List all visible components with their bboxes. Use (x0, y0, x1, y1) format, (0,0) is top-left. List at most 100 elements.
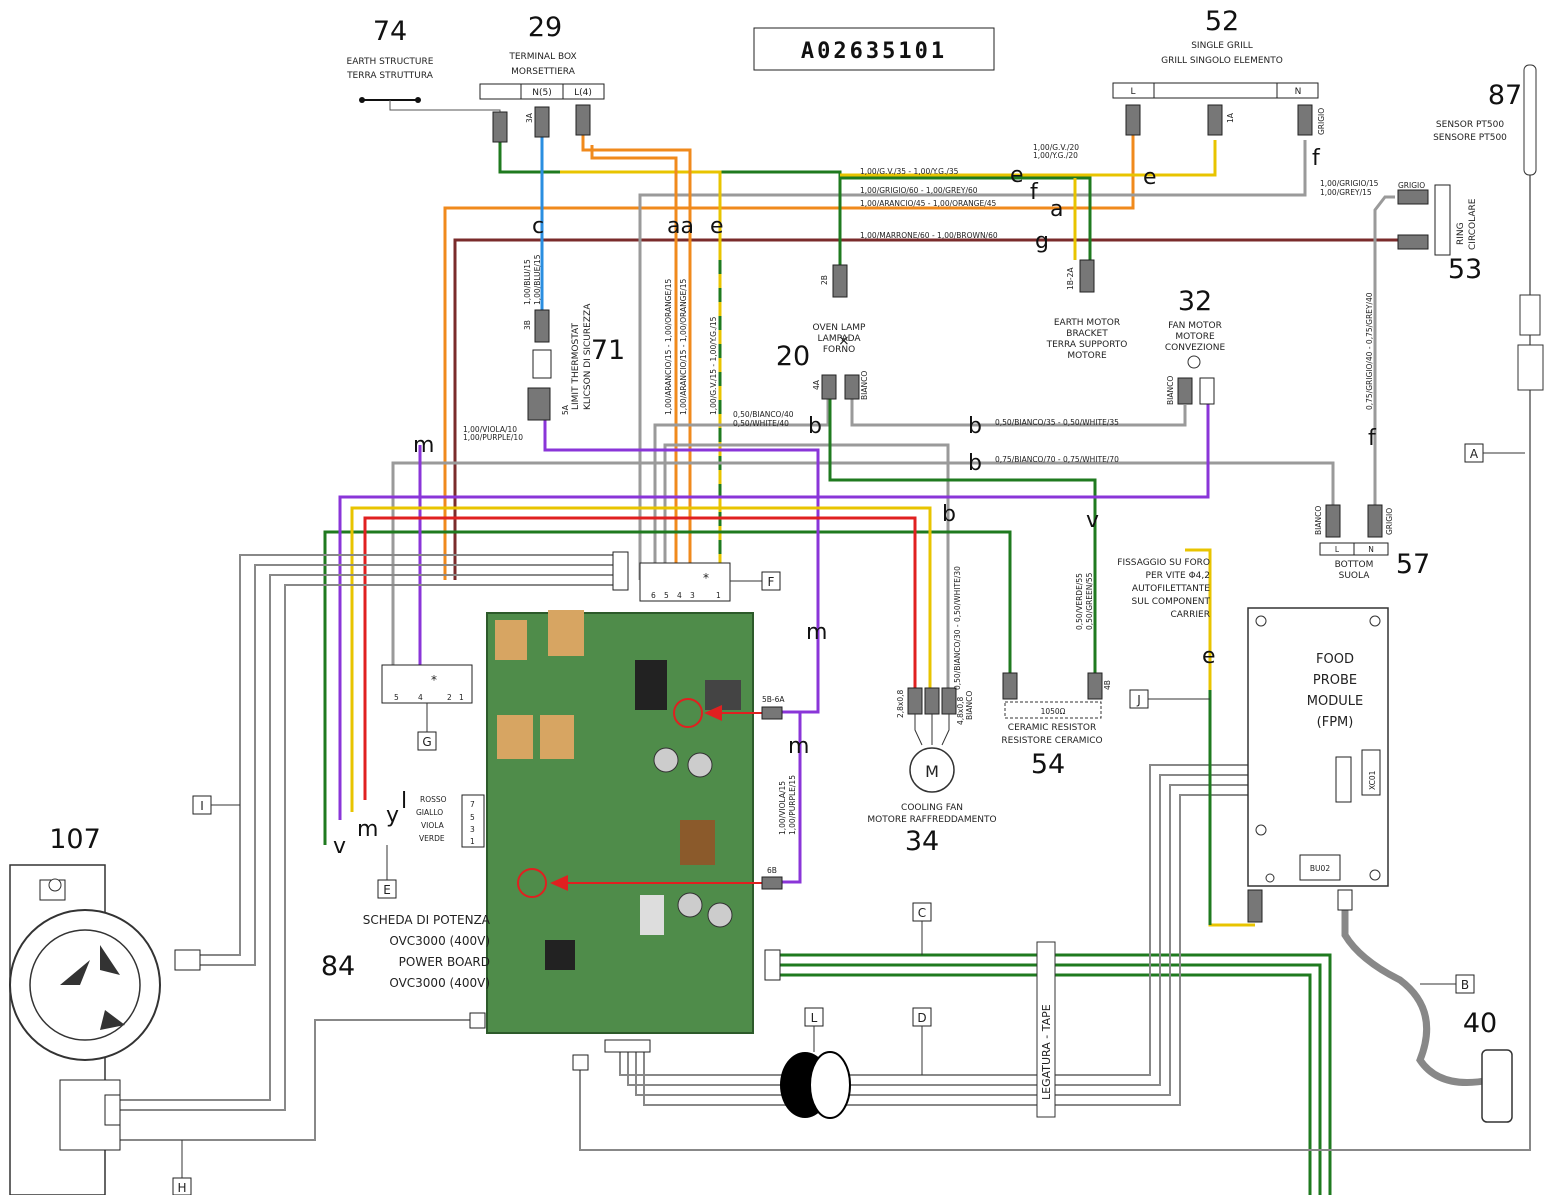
grill-label-1: SINGLE GRILL (1191, 41, 1253, 51)
thermostat-connector-top (534, 309, 550, 343)
bottom-wire-bianco: BIANCO (1314, 506, 1323, 535)
wire-m-purple-1 (543, 420, 820, 714)
wire-harness-h-2 (120, 584, 615, 1111)
terminal-box-label-2: MORSETTIERA (511, 67, 576, 77)
wire-red (363, 516, 917, 800)
terminal-pin-n: N(5) (532, 88, 551, 98)
connector-tag-b: B (1420, 974, 1475, 994)
wire-e-motor-green (840, 176, 1092, 265)
fan-motor-label-1: FAN MOTOR (1168, 321, 1222, 331)
terminal-box-label-1: TERMINAL BOX (508, 52, 576, 62)
num-107: 107 (49, 824, 101, 855)
earth-motor-label-4: MOTORE (1067, 351, 1107, 361)
board-label (640, 895, 664, 935)
ring-l-connector (1397, 234, 1429, 250)
g-pin-1: 1 (459, 693, 464, 702)
wire-yellow (350, 506, 932, 812)
bottom-l-connector (1325, 504, 1341, 538)
cooling-fan-m: M (925, 762, 939, 781)
wire-spec-orange-2: 1,00/ARANCIO/15 - 1,00/ORANGE/15 (679, 278, 688, 415)
num-20: 20 (776, 341, 810, 372)
wire-spec-gv15: 1,00/G.V./15 - 1,00/Y.G./15 (709, 316, 718, 415)
sensor-pt500-tube (1523, 64, 1537, 176)
earth-motor-label-3: TERRA SUPPORTO (1046, 340, 1128, 350)
fan-motor-symbol (1187, 355, 1201, 369)
red-arrow-2-head (550, 875, 568, 891)
board-connector-d (604, 1039, 651, 1053)
connector-tag-d: D (912, 1007, 932, 1075)
svg-text:L: L (811, 1011, 818, 1025)
letter-v-1: v (1086, 508, 1099, 533)
thermostat-connector-bottom (527, 387, 551, 421)
resistor-tag-4b: 4B (1103, 680, 1112, 690)
cooling-fan-connector-1 (907, 687, 923, 715)
f-pin-1: 1 (716, 591, 721, 600)
board-connector-h (469, 1012, 486, 1029)
fixing-note-3: AUTOFILETTANTE (1132, 584, 1210, 594)
num-40: 40 (1463, 1008, 1497, 1039)
wire-e-grill-yellow (840, 140, 1217, 177)
wire-spec-g-top: 1,00/MARRONE/60 - 1,00/BROWN/60 (860, 231, 998, 240)
connector-harness-i-block (612, 551, 629, 591)
wire-spec-bianco30: 0,50/BIANCO/30 - 0,50/WHITE/30 (953, 566, 962, 690)
earth-point-1 (359, 97, 365, 103)
lamp-label-2: LAMPADA (817, 334, 861, 344)
relay-5 (635, 660, 667, 710)
num-32: 32 (1178, 286, 1212, 317)
connector-tag-h: H (172, 1140, 192, 1195)
relay-3 (497, 715, 533, 759)
capacitor-2 (687, 752, 713, 778)
ring-label-2: CIRCOLARE (1468, 198, 1478, 250)
thermostat-tag-3b: 3B (523, 320, 532, 330)
lamp-earth-connector (832, 264, 848, 298)
num-84: 84 (321, 951, 355, 982)
capacitor-3 (677, 892, 703, 918)
power-board-label-2: OVC3000 (400V) (389, 934, 490, 948)
letter-m-3: m (788, 734, 809, 759)
wire-spec-viola10-1: 1,00/VIOLA/10 (463, 425, 517, 434)
ring-n-connector (1397, 189, 1429, 205)
fpm-label-3: MODULE (1307, 694, 1363, 709)
wire-d-harness-2 (627, 774, 1340, 1086)
wire-spec-viola15-2: 1,00/PURPLE/15 (788, 775, 797, 835)
bottom-pin-l: L (1335, 545, 1340, 554)
board-connector-5b6a (761, 706, 783, 720)
fpm-hole-5 (1369, 869, 1381, 881)
wire-spec-f-top: 1,00/GRIGIO/60 - 1,00/GREY/60 (860, 186, 978, 195)
board-connector-c (764, 949, 781, 981)
wire-v-green-board (323, 530, 1012, 845)
lamp-connector-4a (821, 374, 837, 400)
f-pin-5: 5 (664, 591, 669, 600)
wire-spec-giallo: GIALLO (416, 808, 443, 817)
fan-motor-wire-bianco: BIANCO (1166, 376, 1175, 405)
wire-harness-i-2 (200, 564, 615, 966)
grill-l-connector (1125, 104, 1141, 136)
relay-2 (548, 610, 584, 656)
grill-label-2: GRILL SINGOLO ELEMENTO (1161, 56, 1283, 66)
letter-c: c (532, 214, 544, 239)
earth-motor-tag: 1B-2A (1066, 267, 1075, 290)
grill-tag-1a: 1A (1226, 112, 1235, 123)
transformer (680, 820, 715, 865)
wire-a-orange (443, 135, 1135, 580)
f-pin-star: * (703, 571, 709, 585)
wire-spec-bianco70: 0,75/BIANCO/70 - 0,75/WHITE/70 (995, 455, 1119, 464)
sensor-pt500-body (1519, 294, 1541, 336)
num-57: 57 (1396, 549, 1430, 580)
e-pin-1: 1 (470, 837, 475, 846)
num-71: 71 (591, 335, 625, 366)
fpm-tag-xc01: XC01 (1368, 770, 1377, 790)
svg-text:H: H (177, 1181, 186, 1195)
letter-v-2: v (333, 834, 346, 859)
earth-link (389, 100, 501, 112)
svg-text:F: F (768, 575, 775, 589)
connector-tag-j: J (1129, 689, 1210, 709)
wire-m-purple-4 (782, 710, 802, 884)
cooling-fan-leads (914, 714, 950, 746)
wire-spec-e-top: 1,00/G.V./35 - 1,00/Y.G./35 (860, 167, 959, 176)
thermostat-label-2: KLICSON DI SICUREZZA (583, 303, 593, 410)
lamp-label-1: OVEN LAMP (813, 323, 867, 333)
fpm-xc01 (1361, 749, 1381, 796)
svg-text:A: A (1470, 447, 1479, 461)
highlight-circle-2 (517, 868, 547, 898)
